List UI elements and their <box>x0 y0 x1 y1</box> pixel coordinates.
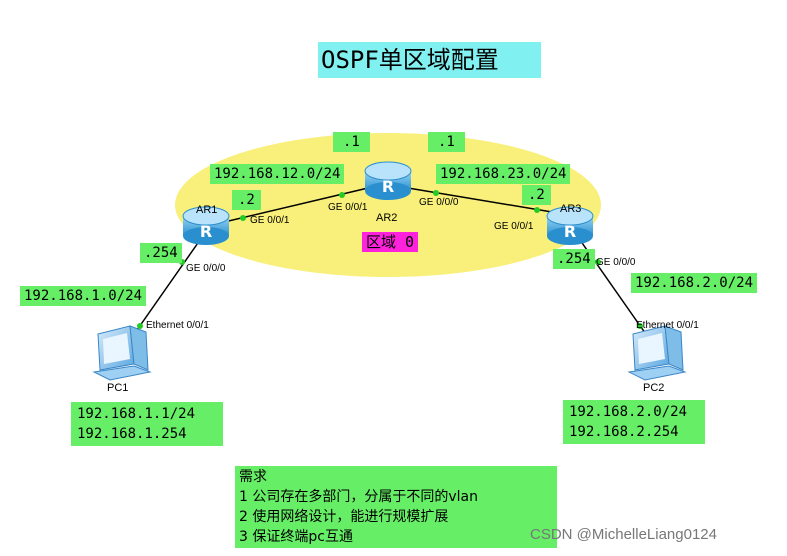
pc1-gateway: 192.168.1.254 <box>77 426 187 442</box>
area-0-label: 区域 0 <box>362 232 419 252</box>
port-dot <box>595 259 601 265</box>
pc2-ip: 192.168.2.0/24 <box>569 404 688 420</box>
host-id-ar3-g001: .2 <box>522 185 551 205</box>
pc2-icon[interactable] <box>627 325 687 381</box>
svg-text:R: R <box>382 177 394 196</box>
port-label-ar1-g001: GE 0/0/1 <box>250 215 290 226</box>
network-label-pc2-lan: 192.168.2.0/24 <box>631 273 758 293</box>
device-name-pc1: PC1 <box>107 382 129 394</box>
requirements-box: 需求 1 公司存在多部门，分属于不同的vlan 2 使用网络设计，能进行规模扩展… <box>235 466 557 548</box>
svg-text:R: R <box>200 222 212 241</box>
port-dot <box>240 215 246 221</box>
host-id-ar1-g001: .2 <box>232 190 261 210</box>
port-dot <box>534 207 540 213</box>
requirement-item: 1 公司存在多部门，分属于不同的vlan <box>239 489 478 505</box>
host-id-ar1-g000: .254 <box>140 243 182 263</box>
device-name-ar3: AR3 <box>560 203 582 215</box>
network-label-ar1-ar2: 192.168.12.0/24 <box>210 164 345 184</box>
host-id-ar2-right: .1 <box>428 132 465 152</box>
pc2-gateway: 192.168.2.254 <box>569 424 679 440</box>
link-ar2-ar3 <box>407 187 553 213</box>
pc2-address-box: 192.168.2.0/24 192.168.2.254 <box>563 400 705 444</box>
link-ar1-pc1 <box>129 239 201 341</box>
requirement-item: 3 保证终端pc互通 <box>239 529 353 545</box>
router-ar1-icon[interactable]: R <box>182 206 230 245</box>
pc1-ip: 192.168.1.1/24 <box>77 406 196 422</box>
svg-text:R: R <box>564 222 576 241</box>
port-label-ar1-g000: GE 0/0/0 <box>186 263 226 274</box>
pc1-icon[interactable] <box>92 325 152 381</box>
router-ar2-icon[interactable]: R <box>364 161 412 200</box>
diagram-title: OSPF单区域配置 <box>318 42 541 78</box>
router-ar3-icon[interactable]: R <box>546 206 594 245</box>
port-dot <box>339 192 345 198</box>
port-label-ar3-g001: GE 0/0/1 <box>494 221 534 232</box>
host-id-ar2-left: .1 <box>333 132 370 152</box>
network-label-pc1-lan: 192.168.1.0/24 <box>20 286 147 306</box>
port-dot <box>433 190 439 196</box>
requirement-item: 2 使用网络设计，能进行规模扩展 <box>239 509 449 525</box>
port-dot <box>137 323 143 329</box>
port-label-ar3-g000: GE 0/0/0 <box>596 257 636 268</box>
network-label-ar2-ar3: 192.168.23.0/24 <box>436 164 571 184</box>
pc1-address-box: 192.168.1.1/24 192.168.1.254 <box>71 402 223 446</box>
device-name-pc2: PC2 <box>643 382 665 394</box>
port-label-ar2-g001: GE 0/0/1 <box>328 202 368 213</box>
device-name-ar2: AR2 <box>376 212 398 224</box>
requirements-heading: 需求 <box>239 469 267 485</box>
host-id-ar3-g000: .254 <box>553 249 595 269</box>
port-label-pc2-eth: Ethernet 0/0/1 <box>636 320 699 331</box>
port-label-ar2-g000: GE 0/0/0 <box>419 197 459 208</box>
watermark: CSDN @MichelleLiang0124 <box>530 526 717 543</box>
port-dot <box>637 323 643 329</box>
port-label-pc1-eth: Ethernet 0/0/1 <box>146 320 209 331</box>
device-name-ar1: AR1 <box>196 204 218 216</box>
